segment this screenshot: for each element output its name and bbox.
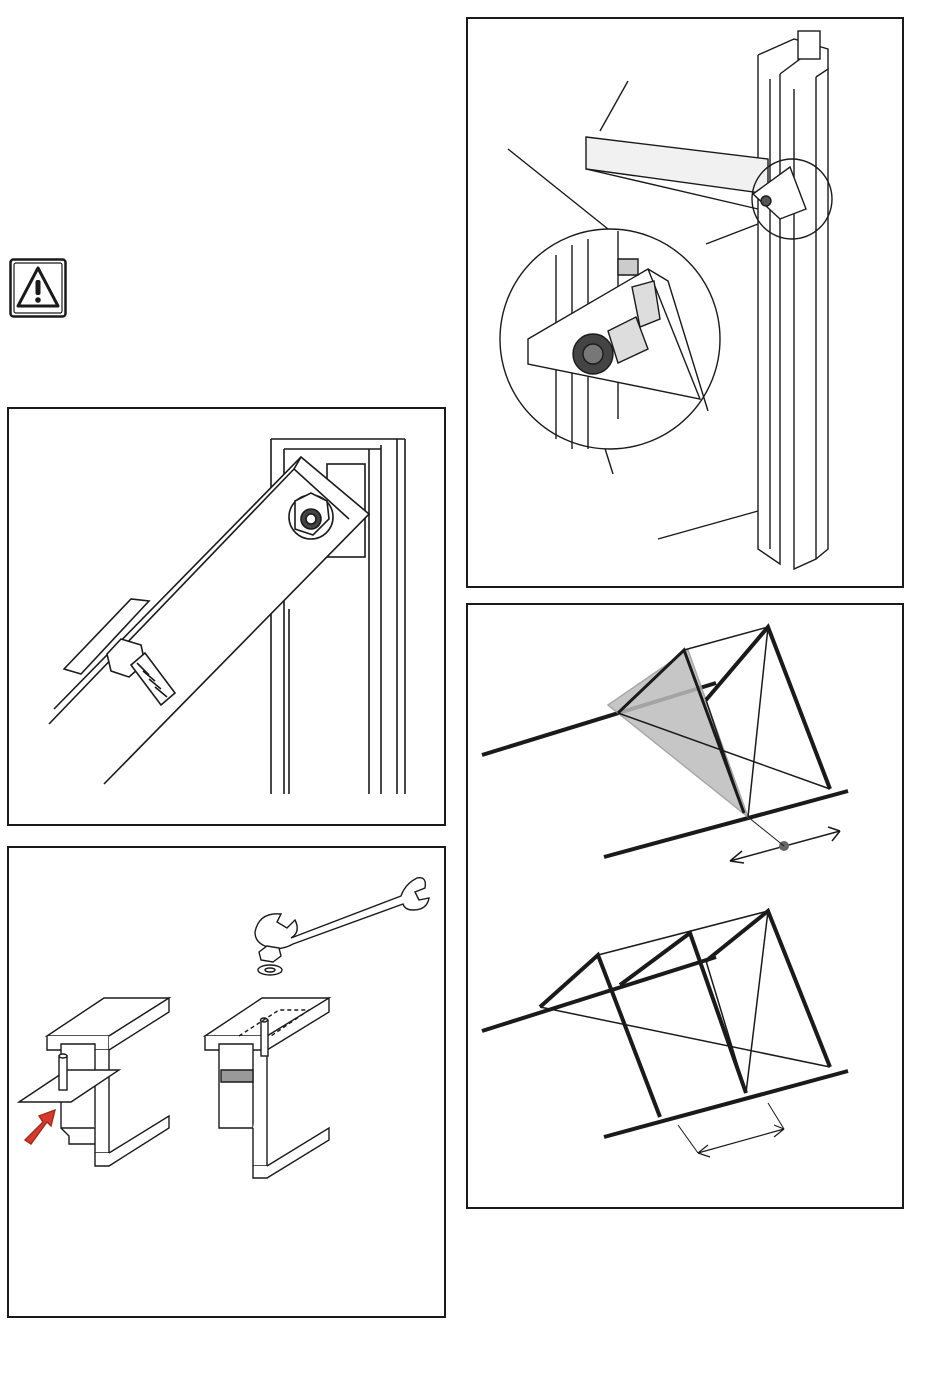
wrench-slot-nut-illustration xyxy=(9,848,444,1316)
bolt-closeup-panel xyxy=(7,407,446,826)
triangle-frames-panel xyxy=(466,603,904,1209)
bolt-nut-detail-illustration xyxy=(9,409,444,824)
warning-icon xyxy=(9,258,67,318)
magnified-bracket-illustration xyxy=(468,19,902,586)
triangle-frame-spacing-illustration xyxy=(468,605,902,1207)
slot-nut-insertion-panel xyxy=(7,846,446,1318)
post-mount-detail-panel xyxy=(466,17,904,588)
